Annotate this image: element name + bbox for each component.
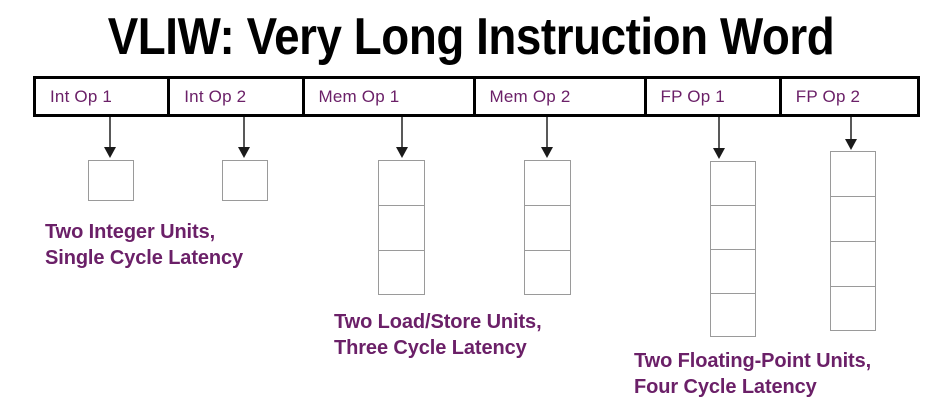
pipeline-stage <box>830 286 876 331</box>
page-title: VLIW: Very Long Instruction Word <box>107 8 835 66</box>
floating-point-unit-1-stack <box>710 161 756 337</box>
pipeline-stage <box>710 205 756 249</box>
issue-arrow-mem-op-2 <box>541 117 554 159</box>
pipeline-stage <box>830 196 876 241</box>
instruction-slot-mem-op-2[interactable]: Mem Op 2 <box>475 79 647 114</box>
instruction-slot-int-op-1[interactable]: Int Op 1 <box>36 79 171 114</box>
pipeline-stage <box>710 249 756 293</box>
issue-arrow-mem-op-1 <box>396 117 409 159</box>
pipeline-stage <box>222 160 268 201</box>
pipeline-stage <box>524 250 571 295</box>
pipeline-stage <box>830 151 876 196</box>
load-store-unit-2-stack <box>524 160 571 295</box>
caption-load-store-units: Two Load/Store Units, Three Cycle Latenc… <box>334 311 542 359</box>
instruction-slot-fp-op-1[interactable]: FP Op 1 <box>646 79 782 114</box>
pipeline-stage <box>378 205 425 250</box>
pipeline-stage <box>710 161 756 205</box>
pipeline-stage <box>378 250 425 295</box>
integer-unit-1-stack <box>88 160 134 201</box>
caption-floating-point-units: Two Floating-Point Units, Four Cycle Lat… <box>634 350 872 398</box>
issue-arrow-fp-op-1 <box>713 117 726 160</box>
issue-arrow-int-op-1 <box>104 117 117 159</box>
integer-unit-2-stack <box>222 160 268 201</box>
issue-arrow-int-op-2 <box>238 117 251 159</box>
pipeline-stage <box>830 241 876 286</box>
pipeline-stage <box>710 293 756 337</box>
instruction-slot-fp-op-2[interactable]: FP Op 2 <box>781 79 917 114</box>
instruction-slot-int-op-2[interactable]: Int Op 2 <box>170 79 305 114</box>
pipeline-stage <box>88 160 134 201</box>
issue-arrow-fp-op-2 <box>845 117 858 151</box>
pipeline-stage <box>378 160 425 205</box>
instruction-word-table: Int Op 1 Int Op 2 Mem Op 1 Mem Op 2 FP O… <box>33 76 920 117</box>
pipeline-stage <box>524 160 571 205</box>
load-store-unit-1-stack <box>378 160 425 295</box>
caption-integer-units: Two Integer Units, Single Cycle Latency <box>45 221 244 269</box>
floating-point-unit-2-stack <box>830 151 876 331</box>
instruction-slot-mem-op-1[interactable]: Mem Op 1 <box>304 79 476 114</box>
pipeline-stage <box>524 205 571 250</box>
